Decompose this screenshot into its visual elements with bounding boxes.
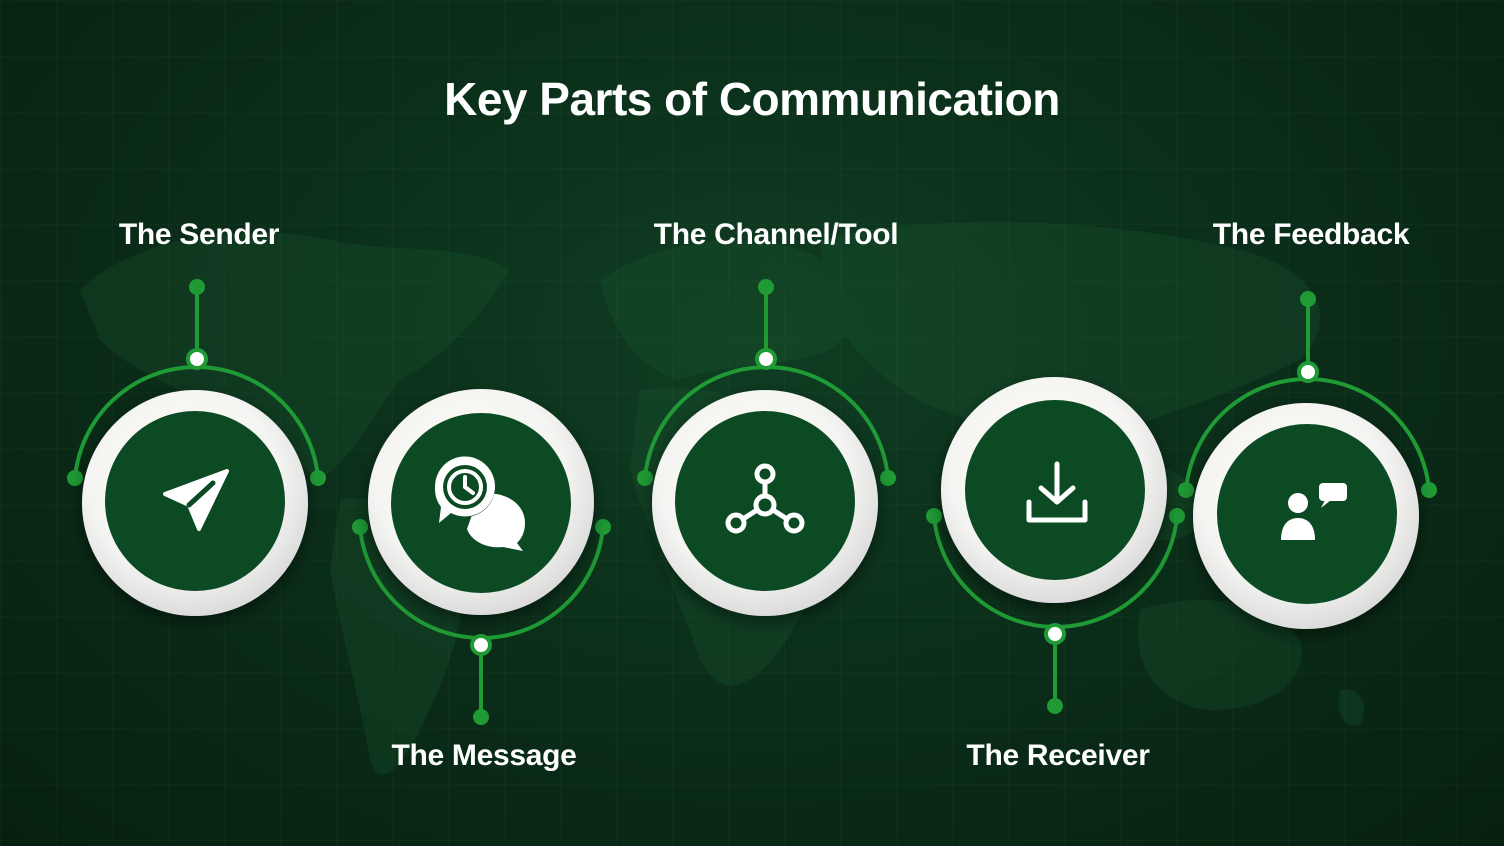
page-title: Key Parts of Communication [444, 73, 1060, 125]
sender-dot-join [186, 348, 208, 370]
feedback-dot-left [1178, 482, 1194, 498]
step-channel [637, 279, 896, 616]
feedback-dot-right [1421, 482, 1437, 498]
step-label-message: The Message [391, 739, 577, 772]
channel-dot-join [755, 348, 777, 370]
step-sender [67, 279, 326, 616]
message-dot-right [595, 519, 611, 535]
channel-dot-top [758, 279, 774, 295]
channel-circle [675, 411, 855, 591]
network-hub-icon [725, 463, 805, 534]
channel-dot-left [637, 470, 653, 486]
step-label-sender: The Sender [118, 218, 280, 251]
message-dot-join [470, 634, 492, 656]
sender-dot-top [189, 279, 205, 295]
feedback-dot-join [1297, 361, 1319, 383]
download-icon [1026, 461, 1088, 523]
receiver-dot-right [1169, 508, 1185, 524]
feedback-circle [1217, 424, 1397, 604]
step-label-channel: The Channel/Tool [653, 218, 899, 251]
person-speech-icon [1281, 483, 1347, 540]
step-receiver [926, 377, 1185, 714]
receiver-dot-left [926, 508, 942, 524]
send-icon [163, 469, 229, 531]
sender-dot-right [310, 470, 326, 486]
step-feedback [1178, 291, 1437, 629]
channel-dot-right [880, 470, 896, 486]
chat-clock-icon [434, 456, 525, 551]
step-label-feedback: The Feedback [1212, 218, 1410, 251]
receiver-dot-join [1044, 623, 1066, 645]
world-map-background [80, 221, 1364, 775]
step-message [352, 389, 611, 725]
sender-dot-left [67, 470, 83, 486]
feedback-dot-top [1300, 291, 1316, 307]
message-dot-bottom [473, 709, 489, 725]
step-label-receiver: The Receiver [966, 739, 1150, 772]
message-dot-left [352, 519, 368, 535]
receiver-dot-bottom [1047, 698, 1063, 714]
